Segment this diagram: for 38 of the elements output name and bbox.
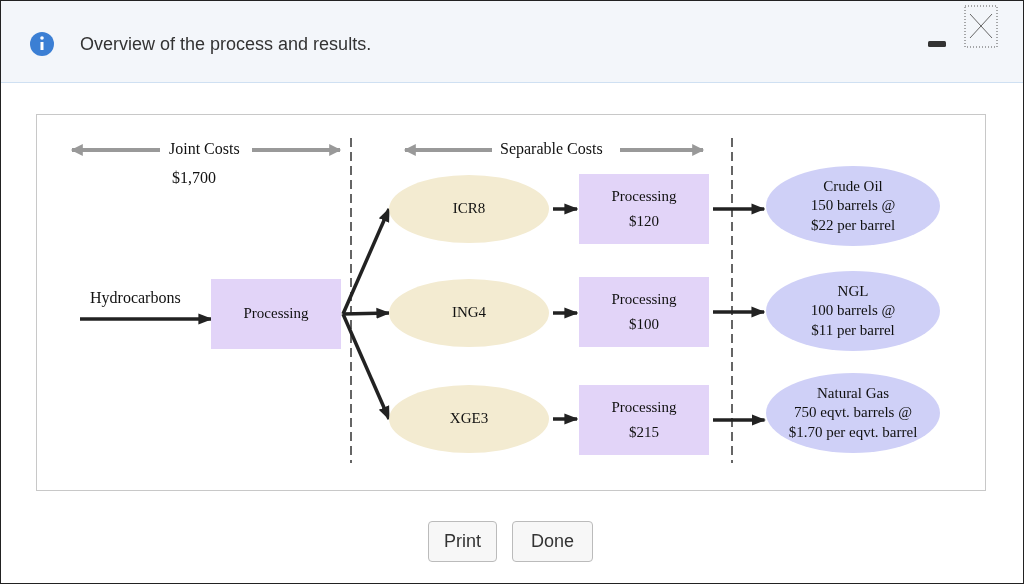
- node-text: Processing: [243, 304, 309, 324]
- node-text: NGL: [837, 281, 869, 301]
- arrow: [80, 313, 213, 325]
- node-text: $100: [629, 315, 659, 334]
- node-text: Processing: [611, 397, 677, 417]
- node-text: $120: [629, 212, 659, 231]
- arrow: [342, 307, 391, 319]
- node-text: $215: [629, 423, 659, 442]
- process-box: [211, 279, 341, 349]
- node-text: $1.70 per eqvt. barrel: [788, 422, 918, 442]
- node-text: Natural Gas: [816, 383, 890, 403]
- node-text: 750 eqvt. barrels @: [794, 403, 912, 423]
- node-text: Processing: [611, 289, 677, 309]
- node-text: 150 barrels @: [810, 196, 896, 216]
- process-box: [579, 385, 709, 455]
- process-box: [579, 277, 709, 347]
- cost-amount: $1,700: [172, 169, 216, 187]
- node-text: Crude Oil: [823, 176, 883, 196]
- process-box: [579, 174, 709, 244]
- node-text: $22 per barrel: [810, 215, 896, 235]
- node-text: 100 barrels @: [810, 301, 896, 321]
- node-text: Processing: [611, 186, 677, 206]
- node-text: ICR8: [452, 199, 486, 219]
- done-button: Done: [512, 521, 593, 562]
- edge-label: Hydrocarbons: [90, 289, 181, 307]
- arrow: [713, 306, 766, 318]
- arrow: [713, 203, 766, 215]
- arrow: [553, 307, 579, 319]
- node-text: XGE3: [449, 409, 489, 429]
- arrow: [553, 413, 579, 425]
- dialog-title: Overview of the process and results.: [80, 34, 372, 55]
- arrow: [553, 203, 579, 215]
- node-text: $11 per barrel: [811, 320, 895, 340]
- arrow: [713, 414, 766, 426]
- arrow: [341, 207, 391, 315]
- arrow: [341, 313, 391, 421]
- node-text: ING4: [451, 303, 487, 323]
- print-button: Print: [428, 521, 497, 562]
